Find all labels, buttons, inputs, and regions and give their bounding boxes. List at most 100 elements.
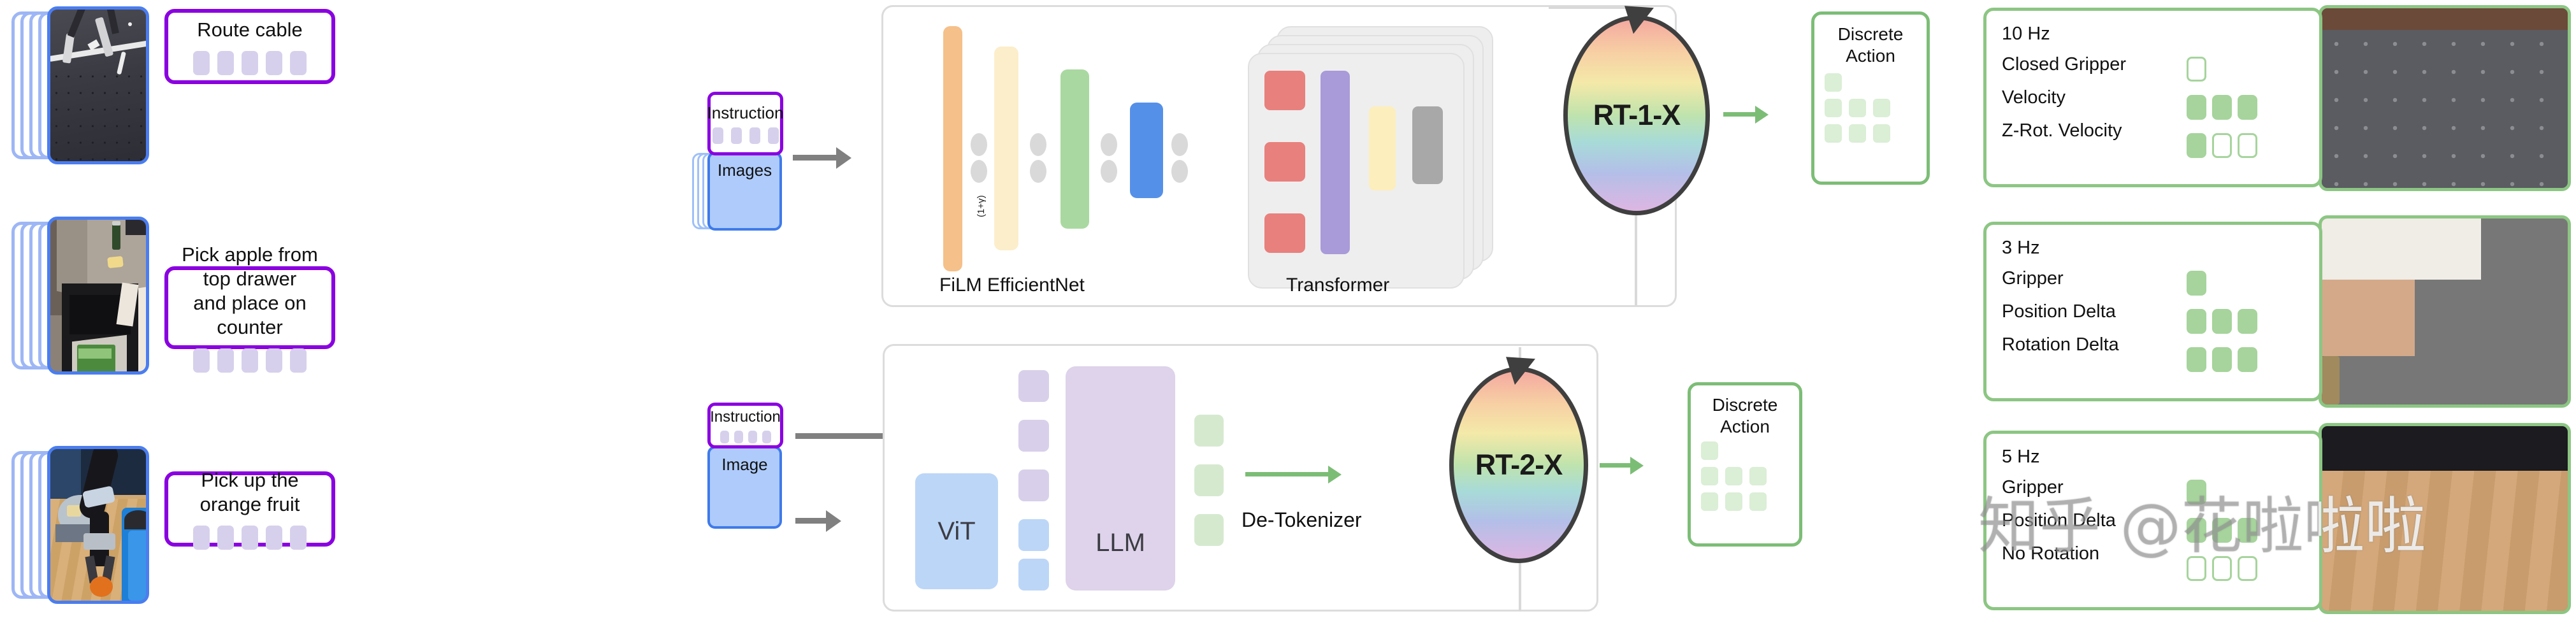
rt1-discrete-action-line1: Discrete — [1837, 24, 1904, 44]
action-spec-cell — [2212, 518, 2232, 543]
rt2-discrete-action-line2: Action — [1720, 416, 1770, 436]
rt1-recurrence-line-h — [1549, 6, 1637, 9]
rt1-model-ellipse: RT-1-X — [1563, 15, 1710, 215]
transformer-token — [1369, 106, 1396, 190]
transformer-token — [1264, 213, 1305, 253]
instruction-token — [217, 50, 234, 75]
rt2-output-arrow-head — [1630, 457, 1644, 475]
rt2-output-token — [1194, 514, 1224, 546]
rt1-images-card: Images — [707, 152, 782, 231]
rt2-model-label: RT-2-X — [1475, 448, 1563, 481]
instruction-token — [217, 525, 234, 550]
rt1-instruction-token-row — [712, 127, 779, 144]
action-spec-card-2: 3 Hz Gripper Position Delta Rotation Del… — [1983, 222, 2322, 401]
film-gamma-label: (1+γ) — [976, 195, 987, 217]
action-spec-label: Velocity — [2002, 87, 2066, 108]
action-spec-cell — [2238, 95, 2257, 120]
rt1-output-arrow-head — [1755, 106, 1769, 124]
instruction-token — [748, 430, 757, 443]
action-grid-row — [1701, 492, 1767, 511]
film-dot — [1171, 133, 1188, 156]
film-dot — [1171, 160, 1188, 183]
instruction-callout-2: Pick apple from top drawer and place on … — [164, 243, 335, 373]
transformer-token — [1412, 106, 1443, 184]
action-spec-rate-3: 5 Hz — [2002, 446, 2040, 467]
rt2-action-token-grid — [1701, 441, 1767, 518]
rt2-text-token — [1018, 469, 1049, 501]
rt2-model-ellipse: RT-2-X — [1449, 367, 1588, 563]
action-spec-cells — [2187, 271, 2206, 296]
action-spec-row: Position Delta — [2002, 299, 2119, 324]
action-spec-card-1: 10 Hz Closed Gripper Velocity Z-Rot. Vel… — [1983, 8, 2322, 187]
rt1-discrete-action-box: Discrete Action — [1811, 11, 1930, 185]
rt1-instruction-label: Instruction — [707, 103, 784, 122]
instruction-token — [712, 127, 723, 144]
transformer-token — [1264, 71, 1305, 110]
instruction-token-row-3 — [193, 525, 307, 550]
action-spec-cell — [2238, 309, 2257, 334]
llm-label: LLM — [1096, 529, 1145, 557]
rt1-discrete-action-title: Discrete Action — [1814, 24, 1927, 66]
action-spec-cell — [2187, 57, 2206, 82]
action-grid-cell — [1873, 73, 1890, 92]
transformer-token — [1264, 142, 1305, 182]
vit-label: ViT — [937, 517, 976, 545]
action-spec-row: Closed Gripper — [2002, 52, 2126, 77]
action-spec-cell — [2212, 309, 2232, 334]
transformer-card-front — [1248, 53, 1465, 289]
action-spec-cell — [2238, 556, 2257, 581]
action-spec-cell — [2187, 133, 2206, 158]
action-grid-cell — [1749, 441, 1767, 460]
action-spec-label: Gripper — [2002, 268, 2064, 289]
action-grid-cell — [1825, 99, 1842, 117]
action-spec-cells — [2187, 133, 2257, 158]
episode-photo-3 — [47, 446, 149, 604]
rt1-input-arrow-head — [836, 147, 851, 169]
transformer-label: Transformer — [1286, 275, 1390, 296]
instruction-token — [193, 348, 210, 373]
action-spec-cell — [2187, 271, 2206, 296]
action-spec-row: No Rotation — [2002, 541, 2116, 566]
instruction-token — [730, 127, 742, 144]
action-spec-label: Rotation Delta — [2002, 334, 2119, 355]
action-grid-cell — [1749, 492, 1767, 511]
action-spec-rate-row: 3 Hz — [2002, 235, 2119, 261]
action-grid-cell — [1849, 99, 1866, 117]
action-spec-cells — [2187, 57, 2206, 82]
action-grid-cell — [1849, 73, 1866, 92]
action-grid-cell — [1725, 492, 1742, 511]
action-spec-cell — [2238, 518, 2257, 543]
rt2-image-token — [1018, 559, 1049, 591]
action-grid-cell — [1701, 441, 1718, 460]
action-spec-cell — [2187, 480, 2206, 505]
instruction-token — [242, 50, 258, 75]
rt1-input-arrow-shaft — [793, 155, 836, 161]
film-dot — [1030, 133, 1046, 156]
action-spec-row: Gripper — [2002, 475, 2116, 500]
instruction-token — [266, 525, 282, 550]
rt2-image-label: Image — [721, 455, 768, 474]
action-grid-row — [1825, 124, 1890, 143]
instruction-callout-1: Route cable — [164, 9, 335, 84]
action-grid-cell — [1725, 467, 1742, 485]
instruction-token — [762, 430, 771, 443]
film-bar-3 — [1060, 69, 1089, 229]
rt2-recurrence-line-v-top — [1519, 347, 1521, 373]
instruction-text-3: Pick up the orange fruit — [199, 469, 300, 515]
rt1-instruction-chip: Instruction — [707, 92, 783, 155]
rt2-discrete-action-title: Discrete Action — [1691, 394, 1799, 437]
film-dot — [971, 133, 987, 156]
instruction-token — [290, 525, 307, 550]
action-grid-row — [1825, 73, 1890, 92]
instruction-token — [266, 348, 282, 373]
action-spec-cell — [2187, 309, 2206, 334]
rt2-recurrence-line-v-bot — [1519, 541, 1521, 612]
action-grid-row — [1701, 467, 1767, 485]
action-spec-rate-row: 10 Hz — [2002, 21, 2126, 47]
rt2-discrete-action-line1: Discrete — [1712, 395, 1778, 415]
rt2-text-token — [1018, 420, 1049, 452]
action-spec-rows-3: 5 Hz Gripper Position Delta No Rotation — [2002, 444, 2116, 566]
action-spec-cell — [2212, 95, 2232, 120]
action-grid-cell — [1701, 467, 1718, 485]
action-spec-cell — [2187, 518, 2206, 543]
